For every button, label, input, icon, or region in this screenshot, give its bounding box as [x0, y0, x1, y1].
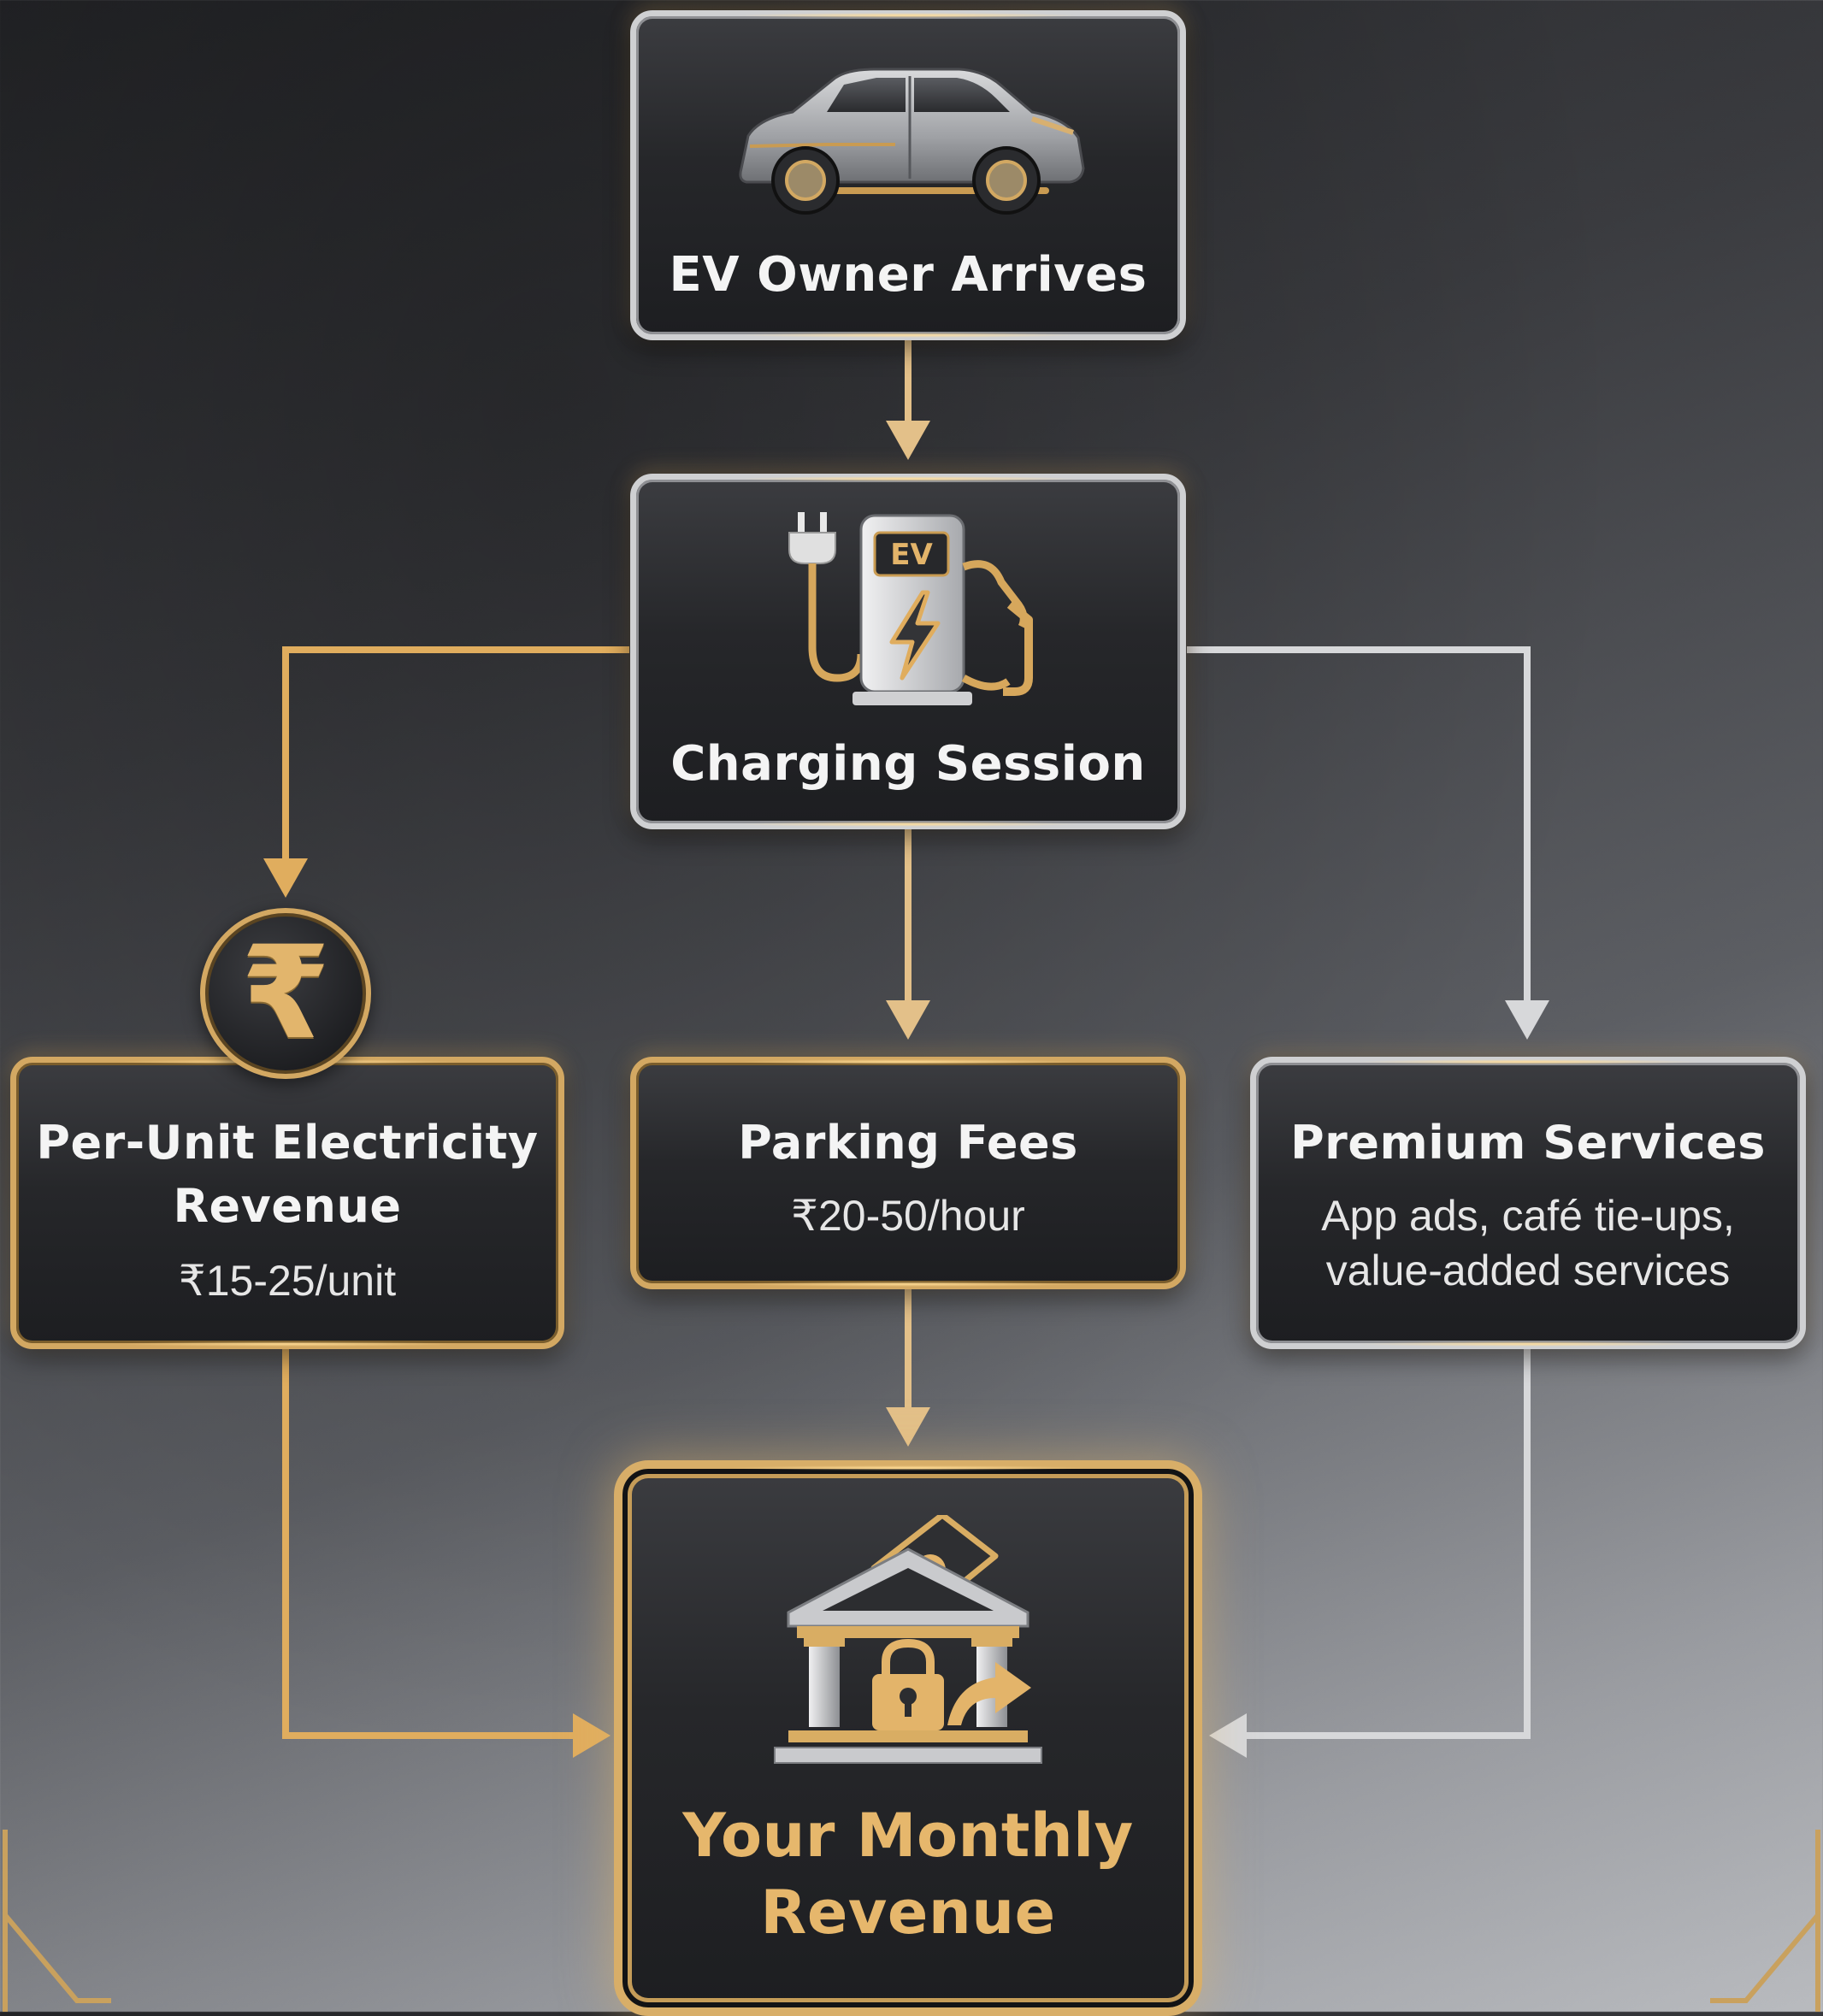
node-glow: [734, 1282, 1083, 1287]
ev-suv-icon: [739, 68, 1085, 215]
node-title: Charging Session: [670, 736, 1146, 792]
charging-nozzle-icon: [961, 560, 1033, 696]
padlock-icon: [872, 1638, 944, 1730]
node-parking-fees: Parking Fees ₹20-50/hour: [630, 1057, 1186, 1289]
node-glow: [1354, 1059, 1702, 1064]
connector-charging-electricity: [263, 646, 629, 898]
station-label: EV: [890, 538, 933, 572]
node-charging-session: EV Charging Session: [630, 474, 1186, 829]
corner-decoration-right: [1710, 1830, 1820, 2012]
node-glow: [734, 822, 1083, 827]
ev-charging-station-icon: EV: [788, 512, 1033, 705]
node-per-unit-electricity-revenue: Per-Unit Electricity Revenue ₹15-25/unit: [10, 1057, 564, 1349]
corner-decoration-left: [3, 1830, 111, 2012]
node-glow: [734, 333, 1083, 338]
parking-rate: ₹20-50/hour: [791, 1192, 1025, 1240]
node-your-monthly-revenue: Your Monthly Revenue: [614, 1460, 1202, 2016]
node-title: EV Owner Arrives: [669, 247, 1147, 303]
node-ev-owner-arrives: EV Owner Arrives: [630, 10, 1186, 340]
revenue-title-line-1: Your Monthly: [682, 1801, 1134, 1871]
revenue-title-line-2: Revenue: [760, 1877, 1056, 1948]
rupee-coin-icon: ₹: [200, 908, 371, 1079]
connector-premium-revenue: [1209, 1349, 1531, 1758]
bank-money-icon: [774, 1515, 1042, 1764]
connector-electricity-revenue: [282, 1349, 611, 1758]
rupee-glyph: ₹: [240, 919, 331, 1068]
connector-parking-revenue: [886, 1289, 930, 1447]
connector-charging-parking: [886, 829, 930, 1040]
node-glow: [734, 13, 1083, 18]
node-glow: [1354, 1341, 1702, 1347]
premium-detail-line-2: value-added services: [1325, 1247, 1731, 1294]
node-premium-services: Premium Services App ads, café tie-ups, …: [1250, 1057, 1806, 1349]
plug-icon: [788, 512, 865, 682]
node-glow: [734, 476, 1083, 481]
electricity-rate: ₹15-25/unit: [178, 1257, 397, 1305]
node-title: Premium Services: [1290, 1116, 1766, 1170]
node-title-line-1: Per-Unit Electricity: [36, 1116, 539, 1170]
connector-arrival-charging: [886, 340, 930, 460]
node-title-line-2: Revenue: [173, 1179, 402, 1233]
node-glow: [114, 1341, 461, 1347]
node-glow: [725, 1465, 1091, 1471]
premium-detail-line-1: App ads, café tie-ups,: [1321, 1192, 1735, 1240]
connector-charging-premium: [1187, 646, 1549, 1040]
node-glow: [734, 1059, 1083, 1064]
node-title: Parking Fees: [738, 1116, 1078, 1170]
